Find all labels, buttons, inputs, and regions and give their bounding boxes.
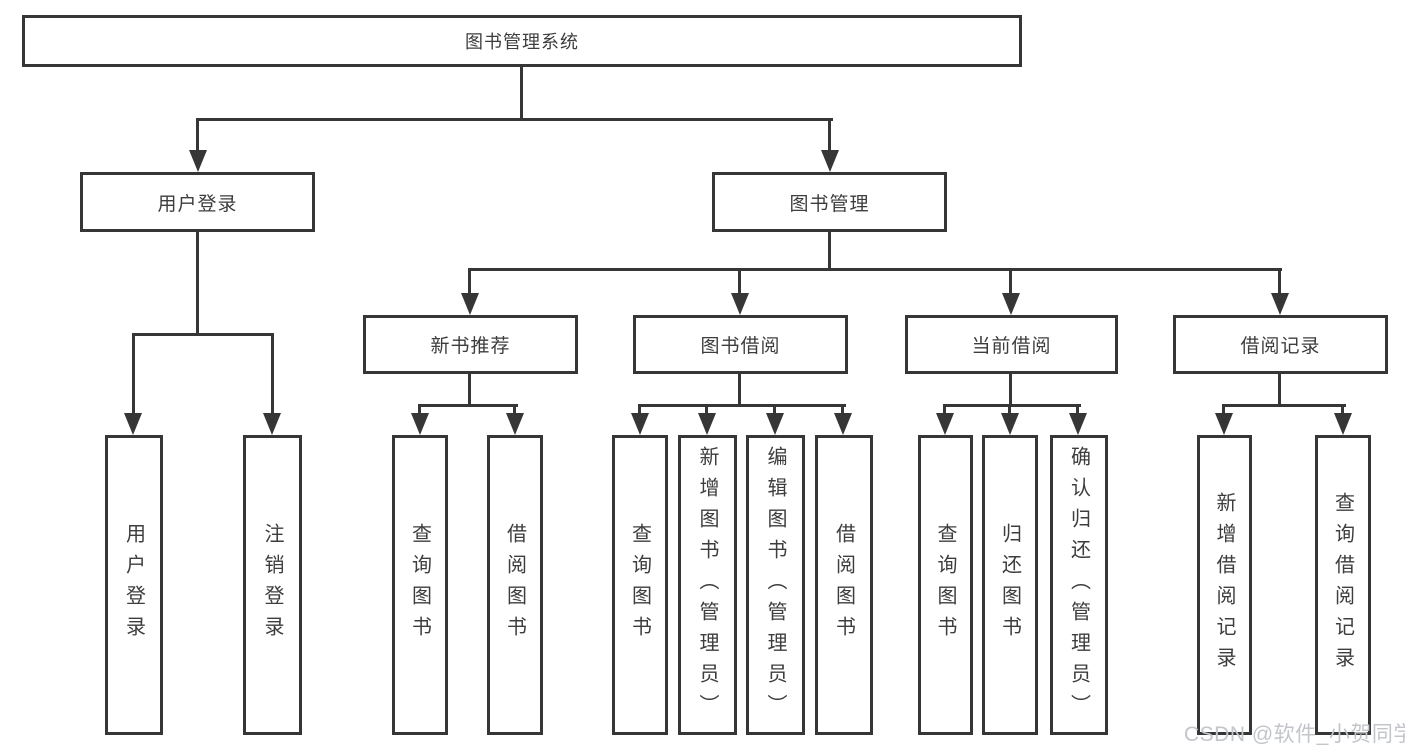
connector-line <box>638 404 846 407</box>
connector-line <box>513 404 516 413</box>
arrow-down-icon <box>1215 413 1233 435</box>
leaf-return-books: 归还图书 <box>982 435 1038 735</box>
connector-line <box>705 404 708 413</box>
connector-line <box>828 118 831 154</box>
connector-line <box>271 333 274 413</box>
node-new-book-recommend: 新书推荐 <box>363 315 578 374</box>
leaf-query-borrow-record: 查询借阅记录 <box>1315 435 1371 735</box>
connector-line <box>943 404 946 413</box>
connector-line <box>468 268 1282 271</box>
connector-line <box>738 268 741 293</box>
arrow-down-icon <box>461 293 479 315</box>
leaf-confirm-return-admin: 确认归还（管理员） <box>1050 435 1108 735</box>
arrow-down-icon <box>411 413 429 435</box>
watermark: CSDN @软件_小贺同学 <box>1184 723 1405 746</box>
connector-line <box>132 333 274 336</box>
connector-line <box>1076 404 1079 413</box>
connector-line <box>1008 404 1011 413</box>
connector-line <box>1278 374 1281 407</box>
leaf-query-books-current: 查询图书 <box>918 435 973 735</box>
connector-line <box>468 268 471 293</box>
connector-line <box>738 374 741 407</box>
leaf-borrow-books-borrowing: 借阅图书 <box>815 435 873 735</box>
arrow-down-icon <box>189 150 207 172</box>
arrow-down-icon <box>1002 293 1020 315</box>
connector-line <box>773 404 776 413</box>
arrow-down-icon <box>631 413 649 435</box>
connector-line <box>1009 268 1012 293</box>
node-borrowing-records: 借阅记录 <box>1173 315 1388 374</box>
node-user-login: 用户登录 <box>80 172 315 232</box>
connector-line <box>1222 404 1346 407</box>
node-library-management-system: 图书管理系统 <box>22 15 1022 67</box>
leaf-borrow-books-recommend: 借阅图书 <box>487 435 543 735</box>
connector-line <box>132 333 135 413</box>
arrow-down-icon <box>1001 413 1019 435</box>
arrow-down-icon <box>1334 413 1352 435</box>
arrow-down-icon <box>834 413 852 435</box>
connector-line <box>841 404 844 413</box>
arrow-down-icon <box>731 293 749 315</box>
leaf-query-books-borrowing: 查询图书 <box>612 435 668 735</box>
arrow-down-icon <box>506 413 524 435</box>
leaf-edit-books-admin: 编辑图书（管理员） <box>746 435 805 735</box>
connector-line <box>828 232 831 271</box>
connector-line <box>418 404 421 413</box>
connector-line <box>943 404 1081 407</box>
leaf-add-books-admin: 新增图书（管理员） <box>678 435 737 735</box>
leaf-query-books-recommend: 查询图书 <box>392 435 448 735</box>
arrow-down-icon <box>936 413 954 435</box>
connector-line <box>418 404 518 407</box>
arrow-down-icon <box>766 413 784 435</box>
connector-line <box>468 374 471 407</box>
connector-line <box>1222 404 1225 413</box>
arrow-down-icon <box>1271 293 1289 315</box>
arrow-down-icon <box>821 150 839 172</box>
arrow-down-icon <box>698 413 716 435</box>
connector-line <box>520 67 523 120</box>
node-book-management: 图书管理 <box>712 172 947 232</box>
connector-line <box>196 118 833 121</box>
node-book-borrowing: 图书借阅 <box>633 315 848 374</box>
arrow-down-icon <box>263 413 281 435</box>
leaf-user-login: 用户登录 <box>105 435 163 735</box>
connector-line <box>638 404 641 413</box>
connector-line <box>1278 268 1281 293</box>
connector-line <box>196 118 199 154</box>
leaf-logout-login: 注销登录 <box>243 435 302 735</box>
arrow-down-icon <box>124 413 142 435</box>
connector-line <box>1009 374 1012 407</box>
arrow-down-icon <box>1069 413 1087 435</box>
connector-line <box>1341 404 1344 413</box>
leaf-add-borrow-record: 新增借阅记录 <box>1197 435 1252 735</box>
node-current-borrowing: 当前借阅 <box>905 315 1118 374</box>
connector-line <box>196 232 199 336</box>
